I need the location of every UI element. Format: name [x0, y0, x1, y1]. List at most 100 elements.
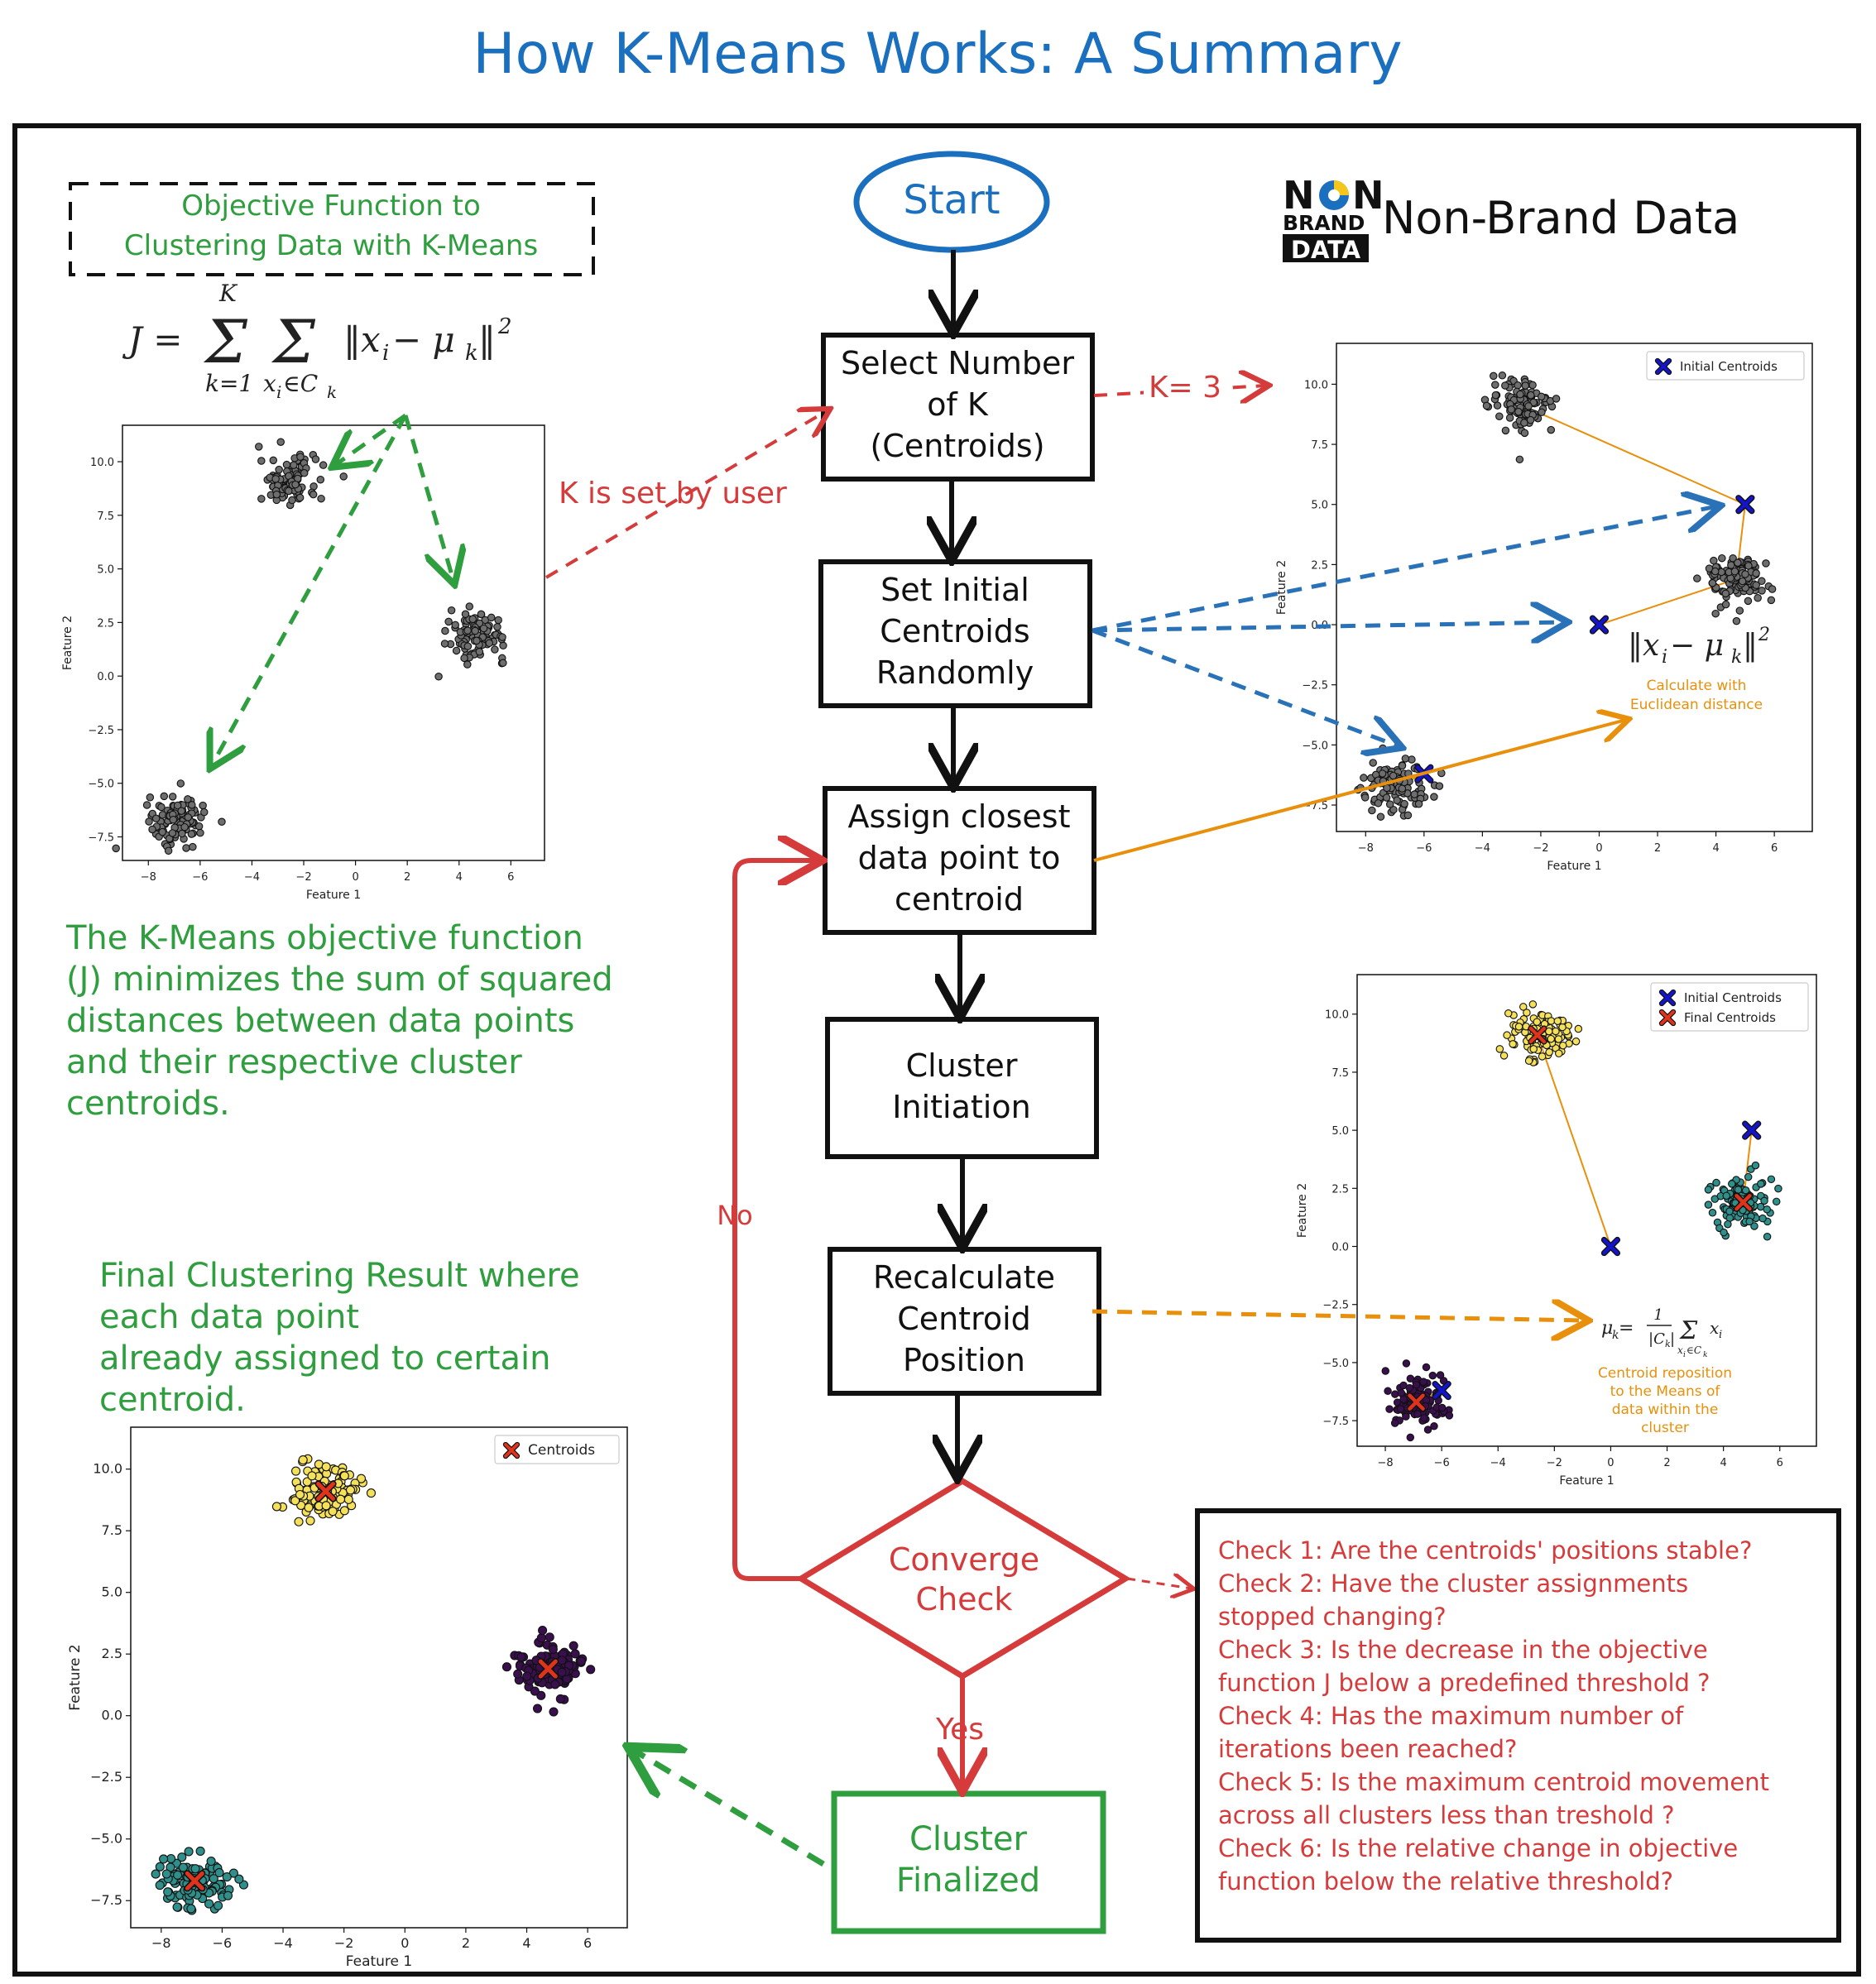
data-point	[1491, 381, 1499, 389]
brand-logo-data-bg	[1283, 234, 1369, 262]
data-point	[173, 1870, 183, 1880]
data-point	[1389, 805, 1398, 814]
data-point	[272, 490, 281, 499]
yes-label: Yes	[935, 1713, 984, 1747]
data-point	[294, 1517, 304, 1526]
y-tick-label: −2.5	[1302, 680, 1328, 692]
y-tick-label: 2.5	[1331, 1183, 1349, 1196]
mean-frac-bot-end: |	[1670, 1330, 1675, 1348]
data-point	[285, 486, 293, 496]
data-point	[447, 606, 456, 615]
data-point	[1754, 593, 1762, 602]
data-point	[1403, 811, 1413, 820]
data-point	[276, 438, 285, 446]
data-point	[173, 801, 182, 810]
mean-note-line: cluster	[1641, 1420, 1689, 1436]
data-point	[1734, 1186, 1743, 1194]
data-point	[1509, 1040, 1517, 1048]
x-tick-label: 6	[1777, 1457, 1783, 1469]
data-point	[536, 1690, 546, 1700]
data-point	[1758, 577, 1766, 586]
data-point	[1547, 425, 1556, 434]
data-point	[477, 610, 486, 619]
x-tick-label: −6	[1434, 1457, 1450, 1469]
data-point	[298, 1455, 308, 1465]
x-axis-label: Feature 1	[346, 1953, 412, 1970]
data-point	[1383, 784, 1391, 793]
initial-centroid-marker	[1600, 1236, 1621, 1257]
data-point	[475, 647, 484, 656]
data-point	[1499, 1052, 1509, 1060]
y-tick-label: 5.0	[97, 564, 114, 577]
data-point	[1724, 1220, 1732, 1229]
formula-sigma-sub1: k=1	[205, 370, 253, 397]
legend-label: Initial Centroids	[1680, 359, 1778, 374]
mean-sub-k: k	[1703, 1351, 1707, 1359]
checks-list: Check 1: Are the centroids' positions st…	[1218, 1536, 1769, 1895]
data-point	[441, 626, 449, 635]
data-point	[1708, 1209, 1717, 1217]
data-point	[452, 646, 461, 655]
data-point	[1423, 1426, 1432, 1434]
data-point	[576, 1656, 586, 1666]
data-point	[1767, 1175, 1776, 1184]
data-point	[1523, 1009, 1531, 1017]
green-arrow-to-right-cluster	[403, 415, 453, 581]
step-recalculate-line: Recalculate	[873, 1259, 1055, 1296]
data-point	[522, 1671, 532, 1681]
data-point	[1545, 1027, 1553, 1036]
mean-x-i: i	[1719, 1329, 1722, 1341]
data-point	[1384, 1387, 1392, 1396]
k3-label-bg	[1144, 369, 1226, 402]
data-point	[1428, 1371, 1437, 1380]
data-point	[187, 830, 196, 838]
data-point	[1728, 1180, 1736, 1188]
y-tick-label: 0.0	[1331, 1242, 1349, 1254]
y-tick-label: 7.5	[97, 510, 114, 523]
euclid-note-line: Calculate with	[1647, 678, 1747, 694]
data-point	[295, 1489, 305, 1500]
x-axis-label: Feature 1	[1547, 860, 1601, 873]
data-point	[1435, 782, 1444, 790]
step-assign-line: Assign closest	[847, 798, 1070, 835]
data-point	[1501, 426, 1510, 435]
data-point	[494, 616, 502, 625]
data-point	[1398, 761, 1407, 770]
x-tick-label: −8	[151, 1935, 171, 1951]
data-point	[1528, 381, 1537, 390]
data-point	[1376, 812, 1385, 821]
data-point	[1420, 1414, 1428, 1422]
x-tick-label: 2	[404, 871, 410, 884]
legend-marker	[502, 1441, 521, 1459]
legend-label: Centroids	[528, 1442, 595, 1459]
mean-x: x	[1710, 1318, 1719, 1338]
mean-annotation: μ k = 1 |C k | Σ x i ∈C k x i Centroid r…	[1598, 1306, 1732, 1436]
data-point	[516, 1652, 526, 1662]
data-point	[178, 829, 186, 838]
data-point	[1378, 769, 1387, 778]
data-point	[1402, 1412, 1410, 1421]
data-point	[1558, 1023, 1567, 1032]
data-point	[275, 465, 283, 474]
data-point	[460, 654, 468, 663]
data-point	[157, 803, 166, 812]
data-point	[1772, 1197, 1781, 1206]
data-point	[1763, 1205, 1771, 1214]
y-axis-label: Feature 2	[1296, 1183, 1309, 1238]
step-select-k-line: of K	[927, 386, 989, 423]
check-line: Check 4: Has the maximum number of	[1218, 1702, 1684, 1730]
centroid-distance-line	[1523, 405, 1746, 506]
orange-arrow-mean	[1092, 1311, 1585, 1320]
y-tick-label: 10.0	[1304, 379, 1328, 391]
step-set-initial-line: Randomly	[876, 654, 1034, 691]
y-tick-label: 5.0	[1331, 1125, 1349, 1138]
data-point	[1527, 391, 1535, 400]
y-tick-label: −2.5	[90, 1769, 122, 1785]
k3-label: K= 3	[1149, 371, 1221, 405]
mean-mu: μ	[1601, 1318, 1613, 1339]
euclid-formula-i: i	[1662, 647, 1667, 668]
green-arrow-to-bottom-cluster	[212, 414, 408, 765]
data-point	[1547, 1017, 1556, 1025]
data-point	[1711, 567, 1720, 576]
x-tick-label: 2	[1654, 842, 1661, 855]
